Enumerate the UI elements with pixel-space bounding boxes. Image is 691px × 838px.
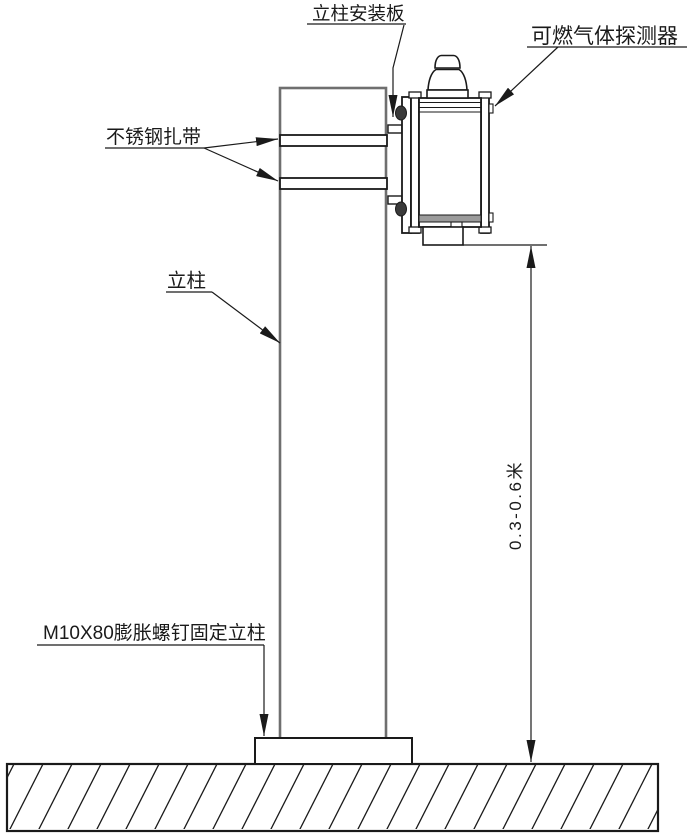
label-cable-ties: 不锈钢扎带 bbox=[106, 126, 201, 148]
plate-bolt-upper bbox=[395, 105, 407, 121]
dome-pedestal bbox=[426, 89, 469, 99]
label-detector: 可燃气体探测器 bbox=[531, 25, 678, 48]
pole-column bbox=[278, 86, 388, 741]
rim-notch bbox=[488, 103, 494, 114]
rim-cap bbox=[478, 226, 492, 234]
dome-cap bbox=[434, 54, 461, 69]
plate-bolt-lower bbox=[395, 201, 407, 217]
body-shade-band bbox=[419, 215, 481, 222]
label-anchor-bolt: M10X80膨胀螺钉固定立柱 bbox=[43, 622, 266, 644]
label-pole: 立柱 bbox=[167, 270, 206, 292]
detector-left-rim bbox=[410, 92, 420, 234]
rim-cap bbox=[408, 91, 422, 99]
label-mounting-plate: 立柱安装板 bbox=[312, 3, 405, 24]
cable-tie-lower bbox=[279, 177, 388, 190]
rim-cap bbox=[478, 91, 492, 99]
sensor-housing bbox=[422, 226, 464, 246]
detector-body bbox=[418, 97, 482, 228]
pole-base-plate bbox=[254, 737, 413, 765]
rim-notch bbox=[488, 212, 494, 223]
tie-clamp-upper bbox=[387, 124, 403, 134]
dimension-text: 0.3-0.6米 bbox=[506, 460, 525, 550]
detector-right-rim bbox=[480, 92, 490, 234]
leader-pole bbox=[211, 291, 281, 344]
dome-bell bbox=[427, 68, 468, 91]
leader-tie-lower bbox=[203, 147, 279, 182]
leader-mounting-plate bbox=[388, 24, 405, 117]
ground-hatch bbox=[8, 765, 657, 829]
rim-cap bbox=[408, 226, 422, 234]
leader-detector bbox=[494, 46, 559, 107]
cable-tie-upper bbox=[279, 134, 388, 147]
ground-slab bbox=[5, 762, 660, 833]
leader-tie-upper bbox=[203, 137, 279, 149]
